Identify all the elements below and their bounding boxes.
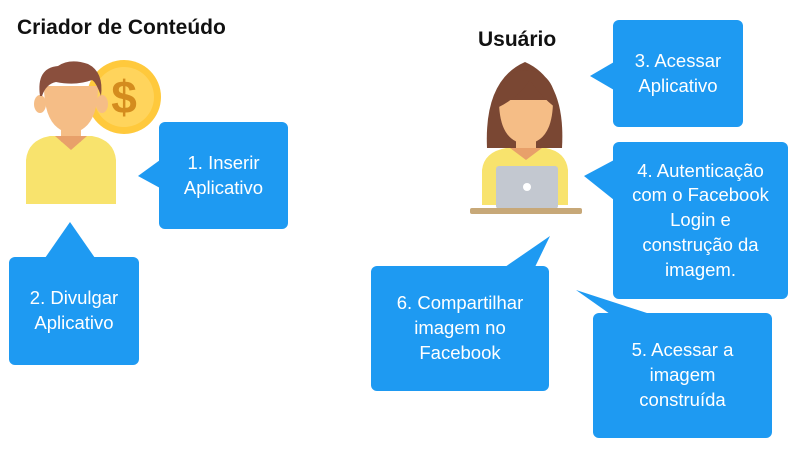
woman-laptop-avatar-icon [470,62,582,214]
step-6-bubble: 6. Compartilhar imagem no Facebook [371,266,549,391]
step-5-bubble: 5. Acessar a imagem construída [593,313,772,438]
step-4-bubble: 4. Autenticação com o Facebook Login e c… [613,142,788,299]
bubble-2-tail [45,222,95,258]
bubble-5-tail [576,290,650,314]
step-2-bubble: 2. Divulgar Aplicativo [9,257,139,365]
bubble-3-tail [590,62,614,90]
user-title: Usuário [478,28,557,51]
bubble-6-tail [505,236,550,267]
bubble-4-tail [584,160,614,200]
creator-title: Criador de Conteúdo [17,16,226,39]
step-3-bubble: 3. Acessar Aplicativo [613,20,743,127]
step-1-bubble: 1. Inserir Aplicativo [159,122,288,229]
man-avatar-icon [26,61,116,204]
dollar-symbol: $ [111,71,137,123]
bubble-1-tail [138,160,160,188]
dollar-coin-icon: $ [87,60,161,134]
